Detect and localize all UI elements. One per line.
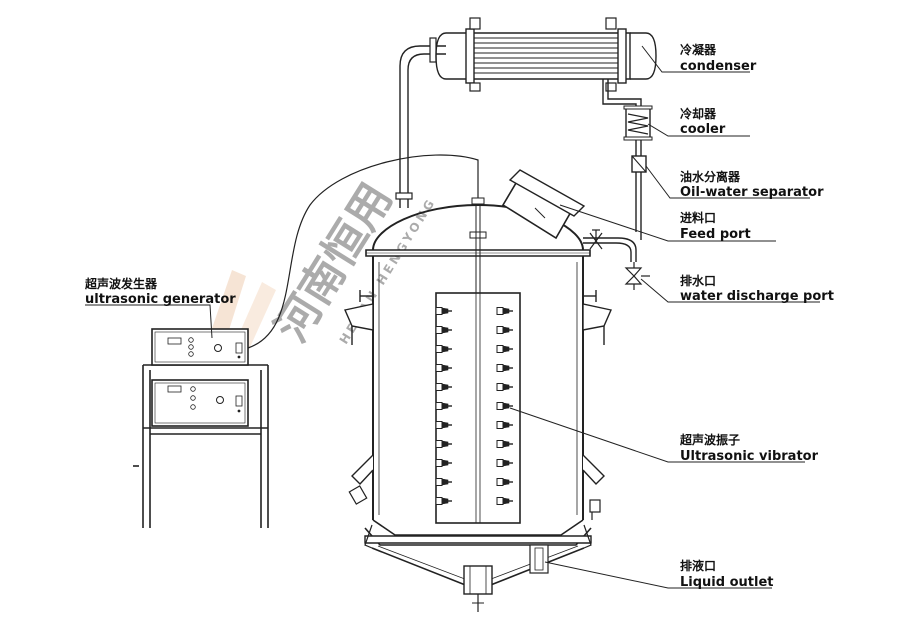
label-water-discharge-cn: 排水口 (680, 273, 716, 288)
generator-dial (214, 344, 222, 352)
leader-feed-port (559, 204, 776, 242)
feed-line (583, 229, 637, 262)
label-liquid-outlet-en: Liquid outlet (680, 575, 773, 590)
label-condenser-cn: 冷凝器 (680, 42, 717, 57)
cooler-unit (623, 105, 653, 141)
leader-separator (645, 165, 810, 199)
label-vibrator-en: Ultrasonic vibrator (680, 449, 819, 464)
generator-dial (216, 396, 224, 404)
generator-knob (188, 337, 194, 343)
generator-display (167, 337, 182, 345)
leader-lines (85, 45, 820, 589)
feed-port-nozzle (501, 169, 586, 240)
label-generator-cn: 超声波发生器 (84, 276, 158, 291)
generator-switch (235, 395, 243, 407)
vapor-pipe (395, 37, 446, 208)
generator-knob (188, 344, 194, 350)
generator-switch (235, 342, 243, 354)
leader-generator (85, 304, 213, 339)
leader-water-discharge (640, 278, 820, 303)
label-liquid-outlet-cn: 排液口 (680, 558, 716, 573)
leader-liquid-outlet (544, 561, 772, 589)
generator-knob (190, 404, 196, 410)
label-separator-en: Oil-water separator (680, 185, 824, 200)
leader-cooler (647, 123, 750, 137)
generator-knob (188, 351, 194, 357)
generator-knob (190, 395, 196, 401)
label-water-discharge-en: water discharge port (680, 289, 834, 304)
label-condenser-en: condenser (680, 59, 757, 74)
generator-cable (247, 154, 479, 349)
label-feed-port-en: Feed port (680, 227, 751, 242)
label-cooler-cn: 冷却器 (680, 106, 717, 121)
generator-knob (190, 386, 196, 392)
separator-pipe (635, 140, 642, 240)
generator-unit-top (151, 328, 249, 366)
label-separator-cn: 油水分离器 (680, 169, 741, 184)
leader-vibrator (509, 407, 805, 463)
label-cooler-en: cooler (680, 122, 726, 137)
extraction-tank (344, 197, 612, 612)
condenser-unit (435, 17, 657, 92)
generator-unit-bottom (151, 379, 249, 427)
oil-water-separator (631, 155, 647, 173)
leader-condenser (641, 45, 750, 73)
label-feed-port-cn: 进料口 (680, 210, 716, 225)
label-vibrator-cn: 超声波振子 (679, 432, 740, 447)
watermark-text-cn: 河南恒用 (266, 175, 403, 351)
labels: 冷凝器 condenser 冷却器 cooler 油水分离器 Oil-water… (84, 42, 834, 590)
ultrasonic-vibrator-assembly (435, 292, 521, 524)
label-generator-en: ultrasonic generator (85, 292, 236, 307)
generator-display (167, 385, 182, 393)
water-discharge-valve (624, 262, 650, 290)
